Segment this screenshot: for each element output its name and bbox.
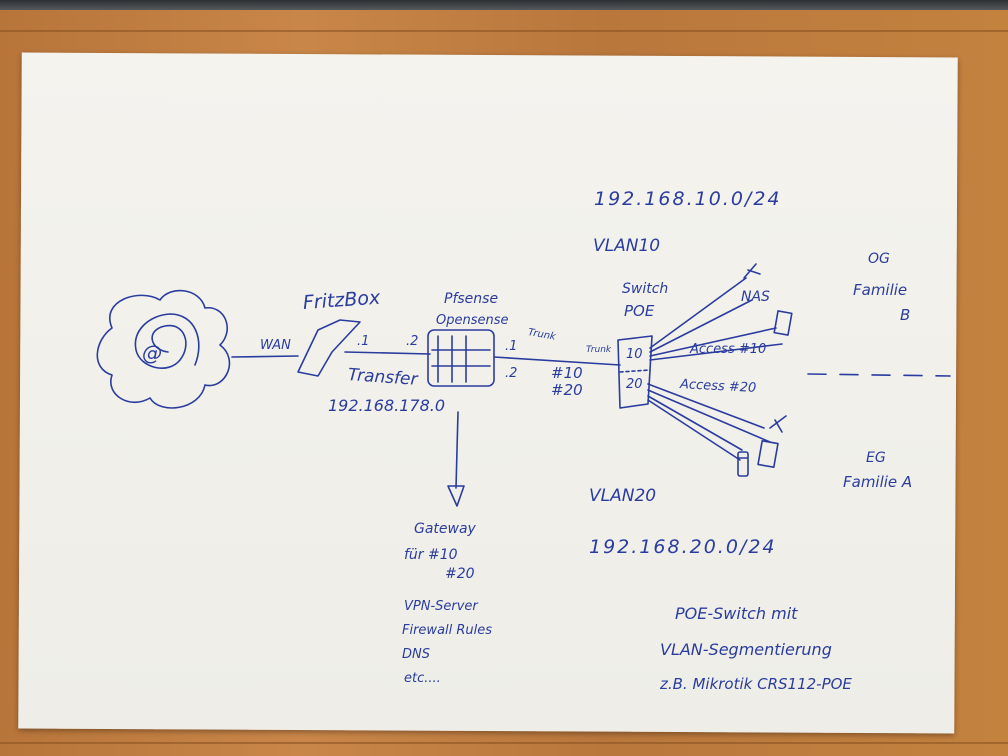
opensense-label: Opensense — [436, 314, 509, 327]
trunk-port-label: Trunk — [586, 346, 611, 355]
service-item: VPN-Server — [404, 600, 478, 613]
access10-label: Access #10 — [690, 343, 766, 356]
gateway-20-label: #20 — [445, 567, 475, 581]
wifi-antenna-icon — [770, 416, 786, 432]
nas-label: NAS — [741, 290, 770, 304]
internet-cloud-icon — [97, 291, 229, 408]
og-label: OG — [868, 252, 890, 266]
vlan-tag-20-label: #20 — [551, 383, 583, 398]
vlan20-subnet-label: 192.168.20.0/24 — [589, 538, 777, 557]
access-point-icon — [758, 441, 778, 467]
pfsense-lan-ip-top: .1 — [505, 340, 517, 353]
fritzbox-label: FritzBox — [302, 289, 380, 313]
gateway-for-label: für #10 — [404, 548, 458, 562]
access-point-icon — [774, 311, 792, 335]
gateway-label: Gateway — [414, 522, 476, 536]
internet-at-symbol: @ — [142, 343, 162, 363]
pfsense-lan-ip-bottom: .2 — [505, 367, 517, 380]
transfer-subnet-label: 192.168.178.0 — [328, 398, 445, 414]
floor-separator — [808, 374, 950, 376]
vlan10-name-label: VLAN10 — [593, 238, 660, 255]
wan-link — [232, 356, 298, 357]
wifi-antenna-icon — [744, 264, 760, 278]
vlan20-link-2 — [648, 390, 770, 442]
note-line-2: VLAN-Segmentierung — [660, 642, 832, 658]
pfsense-wan-ip-label: .2 — [406, 335, 418, 348]
switch-divider — [620, 370, 650, 372]
pfsense-label: Pfsense — [444, 292, 498, 306]
note-line-3: z.B. Mikrotik CRS112-POE — [660, 677, 852, 692]
eg-familie-a-label: Familie A — [843, 475, 912, 490]
service-item: Firewall Rules — [402, 624, 492, 637]
vlan20-link-3 — [648, 396, 742, 450]
transfer-label: Transfer — [347, 367, 418, 389]
og-familie-b-label: B — [900, 308, 910, 323]
switch-port-20-label: 20 — [626, 378, 643, 391]
vlan-tag-10-label: #10 — [551, 366, 583, 381]
phone-device-icon — [738, 452, 748, 476]
fritz-ip-label: .1 — [357, 335, 369, 348]
vlan20-name-label: VLAN20 — [589, 488, 656, 505]
gateway-arrow-head-icon — [448, 486, 464, 506]
switch-poe-label: POE — [624, 304, 654, 319]
eg-label: EG — [866, 451, 886, 465]
transfer-link — [345, 352, 430, 354]
switch-label: Switch — [622, 282, 668, 296]
wan-label: WAN — [260, 339, 291, 352]
og-familie-label: Familie — [853, 283, 907, 298]
access20-label: Access #20 — [680, 378, 757, 395]
service-item: DNS — [402, 648, 430, 661]
service-item: etc.... — [404, 672, 441, 685]
gateway-arrow-line — [456, 412, 458, 488]
vlan10-subnet-label: 192.168.10.0/24 — [594, 190, 782, 209]
switch-port-10-label: 10 — [626, 348, 643, 361]
note-line-1: POE-Switch mit — [675, 606, 797, 622]
